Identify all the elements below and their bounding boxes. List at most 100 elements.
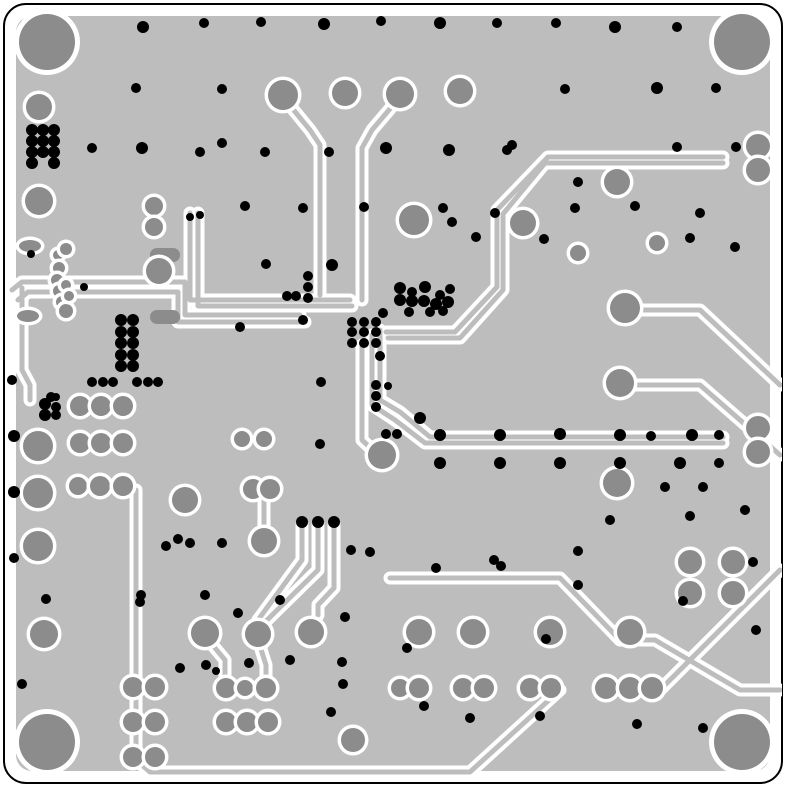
via bbox=[392, 429, 402, 439]
via bbox=[371, 338, 381, 348]
via bbox=[442, 296, 454, 308]
through-hole-pad bbox=[23, 531, 53, 561]
through-hole-pad bbox=[617, 619, 643, 645]
via bbox=[614, 429, 626, 441]
via bbox=[609, 21, 621, 33]
via bbox=[217, 538, 227, 548]
via bbox=[217, 84, 227, 94]
via bbox=[324, 147, 334, 157]
via bbox=[127, 326, 139, 338]
through-hole-pad bbox=[256, 678, 276, 698]
via bbox=[185, 538, 195, 548]
trace-lower-fork-3-copper bbox=[315, 522, 337, 618]
via bbox=[402, 643, 412, 653]
via bbox=[240, 201, 250, 211]
via bbox=[535, 711, 545, 721]
through-hole-pad bbox=[237, 680, 253, 696]
via bbox=[26, 124, 38, 136]
via bbox=[685, 233, 695, 243]
via bbox=[646, 431, 656, 441]
trace-left-long-2-copper bbox=[15, 289, 308, 325]
via bbox=[303, 271, 313, 281]
via bbox=[751, 625, 761, 635]
mounting-hole bbox=[714, 14, 770, 70]
through-hole-pad bbox=[17, 310, 39, 322]
via bbox=[115, 326, 127, 338]
trace-top-left-fork-copper bbox=[280, 94, 323, 298]
through-hole-pad bbox=[641, 677, 663, 699]
through-hole-pad bbox=[237, 712, 257, 732]
via bbox=[186, 213, 194, 221]
via bbox=[447, 217, 457, 227]
via bbox=[17, 679, 27, 689]
via bbox=[39, 398, 51, 410]
through-hole-pad bbox=[746, 134, 770, 158]
via bbox=[275, 595, 285, 605]
through-hole-pad bbox=[123, 747, 143, 767]
via bbox=[161, 541, 171, 551]
via-group bbox=[7, 16, 761, 733]
via bbox=[285, 655, 295, 665]
through-hole-pad bbox=[91, 433, 111, 453]
via bbox=[507, 140, 517, 150]
via bbox=[651, 82, 663, 94]
through-hole-pad bbox=[70, 396, 90, 416]
via bbox=[233, 608, 243, 618]
through-hole-pad bbox=[146, 258, 172, 284]
through-hole-pad bbox=[60, 243, 72, 255]
via bbox=[465, 713, 475, 723]
through-hole-pad bbox=[619, 677, 641, 699]
through-hole-pad bbox=[123, 712, 143, 732]
via bbox=[26, 135, 38, 147]
through-hole-pad bbox=[91, 396, 111, 416]
via bbox=[376, 16, 386, 26]
via bbox=[384, 382, 392, 390]
through-hole-pad bbox=[145, 218, 163, 236]
through-hole-pad bbox=[368, 441, 396, 469]
through-hole-pad bbox=[61, 280, 71, 290]
via bbox=[443, 144, 455, 156]
via bbox=[573, 546, 583, 556]
through-hole-pad bbox=[746, 158, 770, 182]
via bbox=[419, 701, 429, 711]
via bbox=[359, 338, 369, 348]
via bbox=[714, 458, 724, 468]
via bbox=[494, 457, 506, 469]
via bbox=[434, 457, 446, 469]
via bbox=[315, 439, 325, 449]
via bbox=[132, 377, 142, 387]
board-outline bbox=[3, 3, 783, 784]
via bbox=[404, 307, 414, 317]
via bbox=[41, 594, 51, 604]
via bbox=[80, 283, 88, 291]
via bbox=[672, 142, 682, 152]
via bbox=[541, 634, 551, 644]
via bbox=[414, 412, 426, 424]
via bbox=[672, 22, 682, 32]
through-hole-pad bbox=[453, 678, 473, 698]
via bbox=[136, 142, 148, 154]
via bbox=[551, 18, 561, 28]
through-hole-pad bbox=[23, 478, 53, 508]
via bbox=[115, 337, 127, 349]
via bbox=[303, 293, 313, 303]
via bbox=[39, 409, 51, 421]
through-hole-pad bbox=[70, 433, 90, 453]
through-hole-pad bbox=[90, 476, 110, 496]
through-hole-pad bbox=[123, 677, 143, 697]
via bbox=[347, 338, 357, 348]
via bbox=[199, 18, 209, 28]
through-hole-pad bbox=[460, 619, 486, 645]
via bbox=[435, 290, 445, 300]
via bbox=[153, 377, 163, 387]
through-hole-pad bbox=[145, 677, 165, 697]
through-hole-pad bbox=[721, 581, 745, 605]
via bbox=[298, 315, 308, 325]
via bbox=[143, 377, 153, 387]
via bbox=[9, 553, 19, 563]
through-hole-pad bbox=[649, 235, 665, 251]
via bbox=[115, 314, 127, 326]
trace-left-edge-vert-copper bbox=[133, 487, 563, 775]
